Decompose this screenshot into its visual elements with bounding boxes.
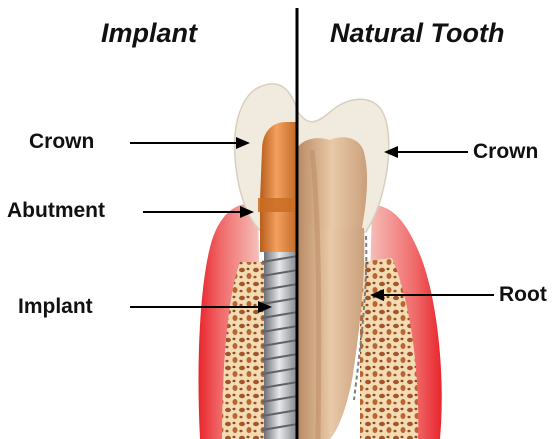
abutment: [260, 122, 297, 252]
label-crown-left: Crown: [29, 130, 94, 154]
label-abutment: Abutment: [7, 199, 105, 223]
label-crown-right: Crown: [473, 140, 538, 164]
arrow-crown-left: [130, 137, 250, 149]
heading-natural-tooth: Natural Tooth: [330, 18, 505, 49]
dentin-crown: [297, 137, 367, 228]
label-root: Root: [499, 283, 547, 307]
heading-implant: Implant: [101, 18, 197, 49]
root: [297, 228, 364, 439]
label-implant: Implant: [18, 295, 93, 319]
arrow-crown-right: [384, 146, 468, 158]
